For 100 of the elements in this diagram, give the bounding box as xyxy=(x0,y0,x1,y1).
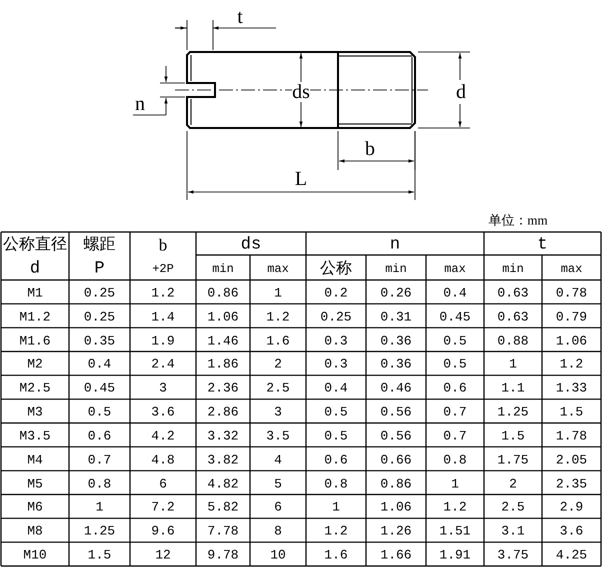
table-value: 0.35 xyxy=(84,334,116,348)
column-header: max xyxy=(444,262,466,274)
table-value: 7.78 xyxy=(207,524,239,538)
table-value: 3.32 xyxy=(207,429,239,442)
table-value: 0.5 xyxy=(88,406,112,419)
table-value: 4.8 xyxy=(151,453,175,466)
table-value: 1.25 xyxy=(497,406,529,419)
table-value: 1 xyxy=(509,358,517,371)
table-value: 7.2 xyxy=(151,500,175,514)
table-value: 1.78 xyxy=(556,429,588,442)
table-value: 2.5 xyxy=(266,382,290,395)
table-value: 3.6 xyxy=(560,524,584,538)
table-value: 0.36 xyxy=(380,334,412,348)
table-value: 1.06 xyxy=(556,334,588,348)
table-value: 1.5 xyxy=(88,548,112,562)
table-value: 1.2 xyxy=(560,358,584,371)
table-value: 1 xyxy=(274,286,282,300)
table-value: 4.82 xyxy=(207,477,239,490)
table-value: 10 xyxy=(270,548,286,562)
table-value: 1.5 xyxy=(501,429,525,442)
table-value: 1 xyxy=(96,500,104,514)
unit-note: 单位：mm xyxy=(488,214,548,226)
table-value: 0.8 xyxy=(88,477,112,490)
table-value: 1.46 xyxy=(207,334,239,348)
table-value: 6 xyxy=(159,477,167,490)
table-value: 1 xyxy=(451,477,459,490)
row-header: M1.2 xyxy=(19,310,51,324)
table-value: 3.1 xyxy=(501,524,525,538)
table-value: 8 xyxy=(274,524,282,538)
table-value: 0.6 xyxy=(324,453,348,466)
table-value: 4.25 xyxy=(556,548,588,562)
table-value: 9.78 xyxy=(207,548,239,562)
table-value: 2.4 xyxy=(151,358,175,371)
table-value: 1.1 xyxy=(501,382,525,395)
row-header: M1 xyxy=(27,286,43,300)
column-header: d xyxy=(30,260,40,277)
table-value: 0.3 xyxy=(324,358,348,371)
table-value: 0.36 xyxy=(380,358,412,371)
table-value: 0.56 xyxy=(380,406,412,419)
table-value: 1 xyxy=(332,500,340,514)
table-value: 0.25 xyxy=(84,286,116,300)
row-header: M5 xyxy=(27,477,43,490)
row-header: M1.6 xyxy=(19,334,51,348)
table-value: 1.9 xyxy=(151,334,175,348)
table-value: 6 xyxy=(274,500,282,514)
table-value: 1.51 xyxy=(439,524,471,538)
row-header: M2.5 xyxy=(19,382,51,395)
row-header: M3 xyxy=(27,406,43,419)
table-value: 0.5 xyxy=(443,334,467,348)
table-value: 0.7 xyxy=(443,429,467,442)
table-value: 0.25 xyxy=(84,310,116,324)
table-value: 1.2 xyxy=(151,286,175,300)
column-header: min xyxy=(212,262,234,274)
table-value: 0.4 xyxy=(443,286,467,300)
table-value: 1.26 xyxy=(380,524,412,538)
row-header: M3.5 xyxy=(19,429,51,442)
table-value: 0.63 xyxy=(497,310,529,324)
table-value: 3.6 xyxy=(151,406,175,419)
table-value: 0.8 xyxy=(443,453,467,466)
row-header: M6 xyxy=(27,500,43,514)
table-value: 1.6 xyxy=(266,334,290,348)
column-header: b xyxy=(158,236,168,253)
table-value: 2.86 xyxy=(207,406,239,419)
column-header: 螺距 xyxy=(84,236,116,252)
table-value: 1.06 xyxy=(380,500,412,514)
table-value: 3 xyxy=(274,406,282,419)
table-value: 5 xyxy=(274,477,282,490)
table-value: 1.06 xyxy=(207,310,239,324)
column-header: ds xyxy=(240,236,262,253)
table-value: 0.45 xyxy=(84,382,116,395)
table-value: 1.2 xyxy=(443,500,467,514)
table-value: 2.35 xyxy=(556,477,588,490)
column-header: min xyxy=(385,262,407,274)
table-value: 3 xyxy=(159,382,167,395)
table-value: 3.5 xyxy=(266,429,290,442)
dimension-label: L xyxy=(294,169,308,189)
table-value: 1.66 xyxy=(380,548,412,562)
column-header: min xyxy=(502,262,524,274)
table-value: 1.91 xyxy=(439,548,471,562)
table-value: 0.86 xyxy=(207,286,239,300)
row-header: M10 xyxy=(23,548,47,562)
table-value: 4 xyxy=(274,453,282,466)
table-value: 0.5 xyxy=(324,429,348,442)
table-value: 0.6 xyxy=(88,429,112,442)
table-value: 1.2 xyxy=(324,524,348,538)
table-value: 0.7 xyxy=(88,453,112,466)
table-value: 2.05 xyxy=(556,453,588,466)
table-value: 0.88 xyxy=(497,334,529,348)
dimension-label: n xyxy=(135,94,145,114)
table-value: 1.5 xyxy=(560,406,584,419)
table-value: 0.5 xyxy=(324,406,348,419)
column-header: max xyxy=(267,262,289,274)
table-value: 3.75 xyxy=(497,548,529,562)
table-value: 2.9 xyxy=(560,500,584,514)
column-header: t xyxy=(537,236,548,253)
table-value: 0.66 xyxy=(380,453,412,466)
table-value: 2.36 xyxy=(207,382,239,395)
table-value: 2.5 xyxy=(501,500,525,514)
row-header: M4 xyxy=(27,453,43,466)
table-value: 0.2 xyxy=(324,286,348,300)
